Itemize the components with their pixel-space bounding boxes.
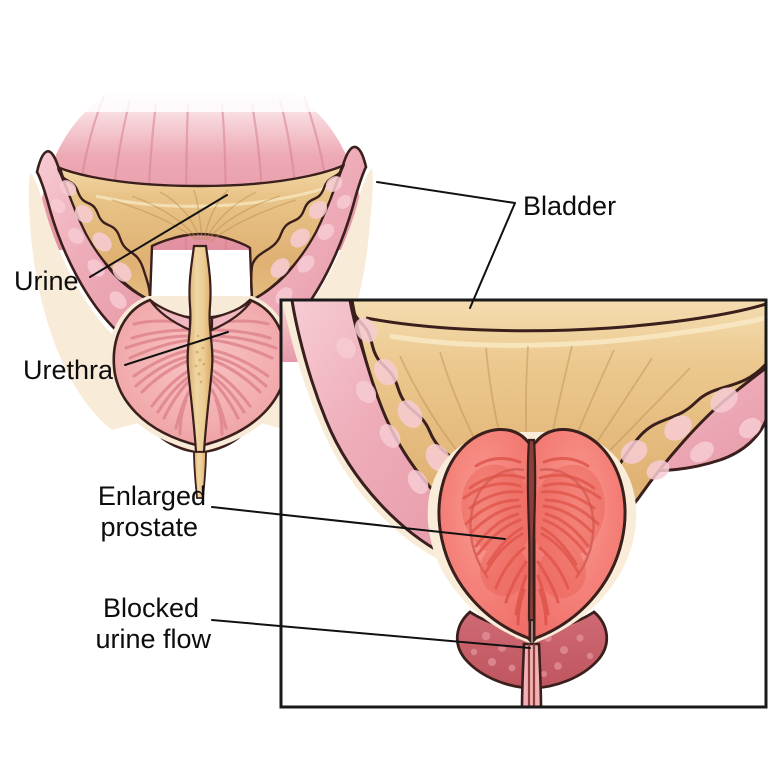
labels-group: Bladder Urine Urethra Enlarged prostate … [14, 191, 616, 654]
label-bladder: Bladder [523, 191, 616, 221]
bladder-neck-right [210, 299, 253, 332]
label-enlarged-prostate-line2: prostate [100, 512, 198, 542]
bladder-leader-inset-line [469, 202, 516, 309]
label-blocked-urine-flow-line2: urine flow [95, 624, 211, 654]
compressed-urethra [526, 438, 537, 622]
inset-box-border-overlay [279, 298, 768, 709]
urethra-distal-inset [520, 642, 543, 707]
urine-top-border-inset [365, 302, 766, 333]
urine-surface-highlight-inset [389, 315, 766, 348]
urethra-leader-line [124, 331, 229, 366]
label-blocked-urine-flow-line1: Blocked [103, 593, 199, 623]
bladder-mucosa-scallops-left [50, 167, 152, 309]
urethra-distal-main [193, 451, 207, 499]
label-urethra: Urethra [23, 355, 114, 385]
prostate-striations-left [124, 319, 192, 436]
leader-lines-group [89, 181, 531, 649]
urine-flow-lines [111, 189, 297, 243]
urine-leader-line [89, 194, 228, 278]
label-urine: Urine [14, 266, 79, 296]
blocked-urine-flow-leader-line [211, 619, 531, 649]
urine-surface-highlight [95, 184, 331, 208]
bladder-leader-main-line [376, 181, 516, 204]
bladder-mucosa-scallops-inset-right [606, 362, 766, 482]
main-anatomy-normal-prostate [28, 60, 373, 499]
enlarged-prostate-striations-left [462, 457, 528, 626]
enlarged-prostate-striations-right [536, 457, 602, 626]
urethra-distal-lumen [527, 644, 536, 707]
label-enlarged-prostate-line1: Enlarged [98, 481, 206, 511]
enlarged-prostate-leader-line [211, 506, 506, 540]
prostate-congestion-shading [461, 464, 605, 598]
bladder-mucosa-scallops-right [249, 163, 352, 305]
prostate-striations-right [210, 319, 278, 436]
inset-anatomy-enlarged-prostate [281, 300, 766, 707]
